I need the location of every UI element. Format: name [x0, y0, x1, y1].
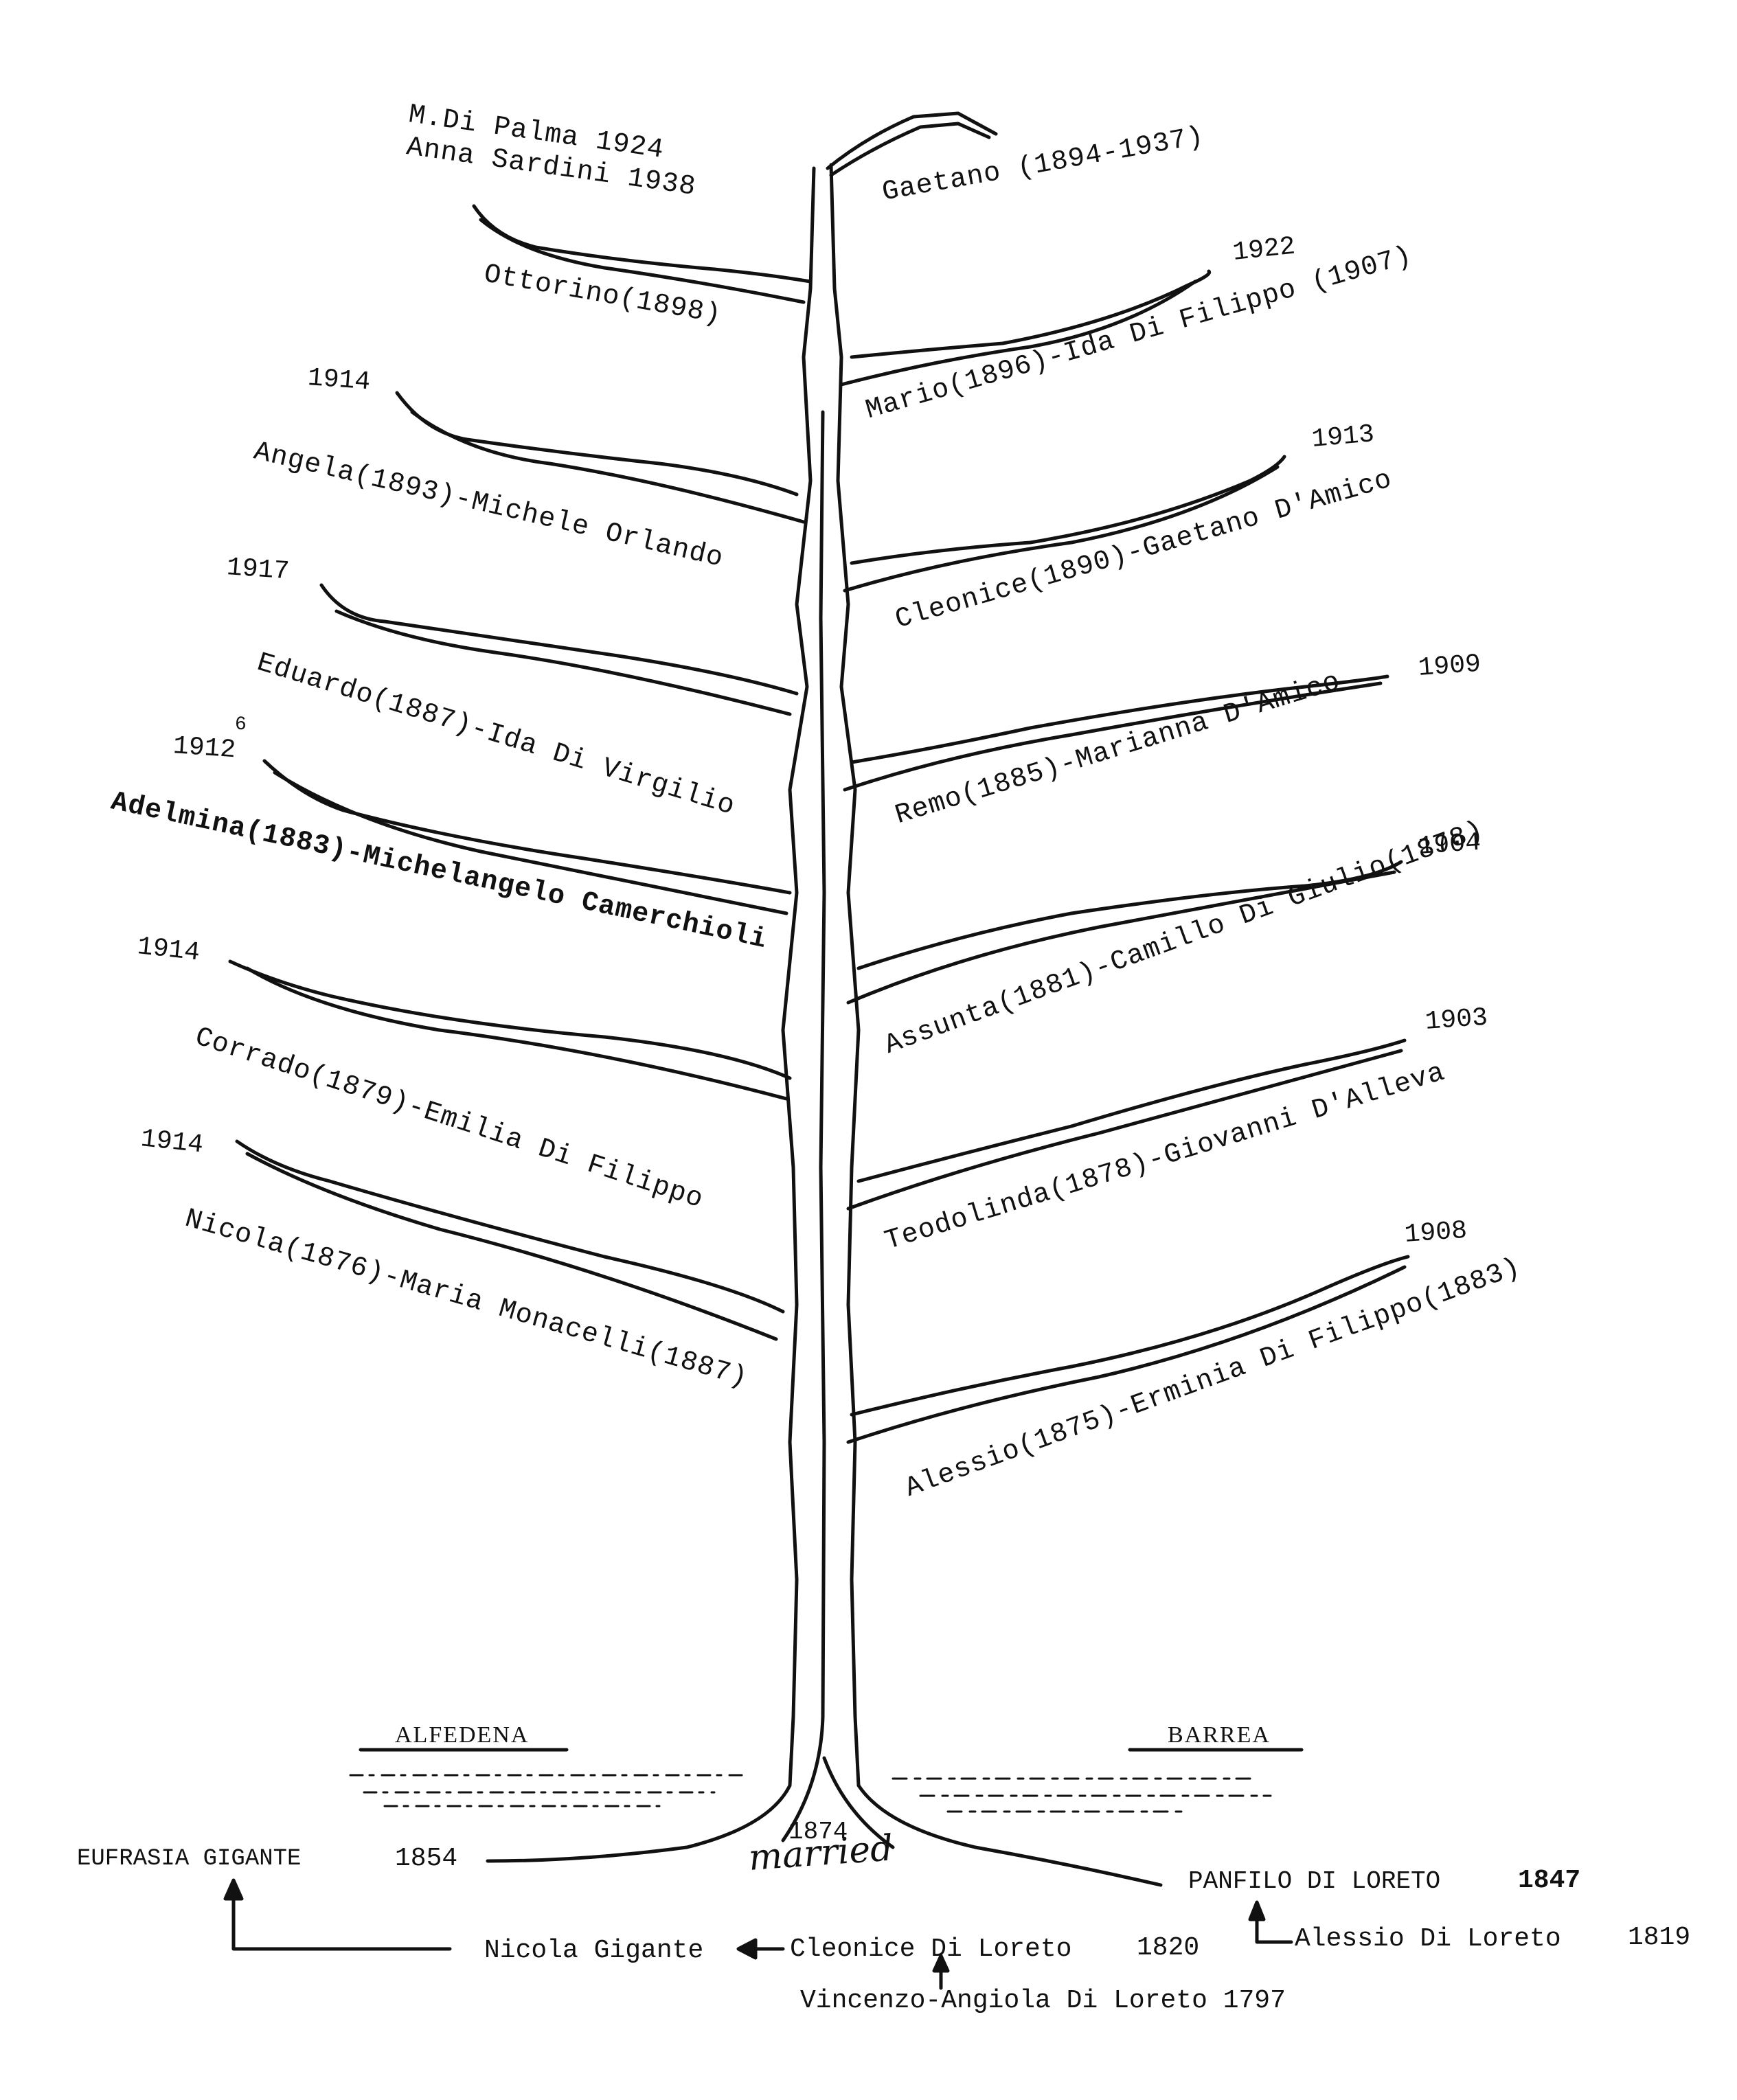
branch-corrado: [228, 959, 792, 1080]
ancestor-eufrasia: EUFRASIA GIGANTE: [77, 1846, 302, 1872]
trunk-left-edge: [486, 166, 816, 1863]
ancestor-alessio-year: 1819: [1628, 1923, 1691, 1952]
ancestor-vincenzo: Vincenzo-Angiola Di Loreto 1797: [800, 1986, 1286, 2016]
ground-right: [892, 1777, 1272, 1813]
year-adelmina: 1912: [172, 731, 237, 766]
vincenzo-arrow: [932, 1954, 950, 1973]
eufrasia-connector: [231, 1883, 452, 1951]
branch-corrado-lower: [245, 966, 788, 1101]
branch-nicola-lower: [245, 1152, 778, 1341]
branch-eduardo-lower: [334, 609, 792, 716]
branch-alessio: [850, 1255, 1410, 1417]
ancestor-alessio: Alessio Di Loreto: [1295, 1924, 1561, 1954]
trunk-right-edge: [829, 163, 1163, 1887]
ground-left: [349, 1774, 750, 1807]
branch-teodolinda-lower: [846, 1049, 1403, 1211]
year-angela: 1914: [306, 363, 372, 398]
branch-alessio-lower: [846, 1265, 1407, 1444]
year-remo: 1909: [1417, 649, 1482, 683]
branch-cleonice: [850, 455, 1286, 565]
branch-adelmina: [262, 759, 792, 895]
place-barrea: BARREA: [1168, 1722, 1271, 1748]
married-year: 1874: [788, 1818, 848, 1846]
branch-assunta-lower: [846, 870, 1396, 1005]
place-alfedena: ALFEDENA: [395, 1722, 530, 1748]
year-mario: 1922: [1231, 231, 1297, 268]
branch-cleonice-lower: [843, 465, 1280, 593]
branch-nicola: [235, 1139, 785, 1314]
top-sprout: [826, 111, 998, 170]
ancestor-panfilo-year: 1847: [1518, 1866, 1581, 1895]
trunk-inner-line-2: [822, 1756, 895, 1849]
ancestor-cleonice-year: 1820: [1137, 1933, 1200, 1963]
branch-remo-lower: [843, 681, 1383, 792]
branch-ottorino-lower: [479, 218, 806, 304]
branch-adelmina-lower: [273, 771, 788, 915]
year-eduardo: 1917: [225, 553, 291, 587]
eufrasia-arrow: [223, 1878, 244, 1901]
year-nicola: 1914: [139, 1124, 205, 1161]
ancestor-nicola-gigante: Nicola Gigante: [484, 1936, 704, 1965]
branch-teodolinda: [856, 1038, 1407, 1183]
year-correction-adelmina: 6: [235, 714, 247, 735]
nicola-cleonice-arrow: [736, 1938, 785, 1960]
branch-eduardo: [319, 583, 799, 696]
year-cleonice: 1913: [1310, 420, 1376, 455]
year-teodolinda: 1903: [1424, 1003, 1489, 1037]
branch-remo: [850, 674, 1389, 764]
branch-mario-lower: [839, 279, 1197, 387]
ancestor-panfilo: PANFILO DI LORETO: [1188, 1867, 1441, 1895]
ancestor-cleonice: Cleonice Di Loreto: [790, 1934, 1072, 1964]
married-word: married: [747, 1827, 895, 1879]
branch-angela-lower: [410, 410, 806, 524]
year-alessio: 1908: [1403, 1216, 1468, 1250]
top-sprout-2: [829, 122, 991, 177]
panfilo-arrow: [1248, 1900, 1266, 1921]
branch-angela: [395, 391, 799, 497]
year-corrado: 1914: [135, 932, 202, 968]
trunk-inner-line: [781, 410, 826, 1842]
ancestor-eufrasia-year: 1854: [395, 1844, 458, 1873]
